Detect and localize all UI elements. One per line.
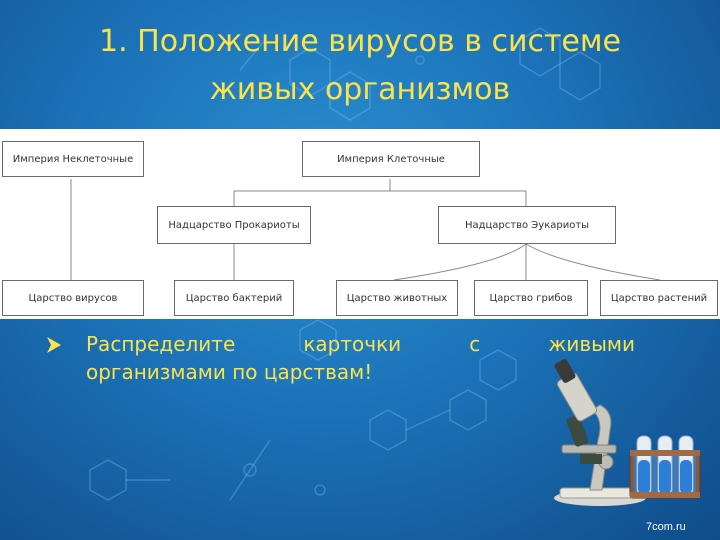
task-line-1: Распределите карточки с живыми <box>86 330 635 358</box>
node-empire-noncellular: Империя Неклеточные <box>2 141 144 177</box>
microscope-icon <box>554 359 646 506</box>
node-kingdom-bacteria: Царство бактерий <box>174 280 294 316</box>
arrow-bullet-icon <box>47 337 61 353</box>
node-kingdom-fungi: Царство грибов <box>474 280 588 316</box>
task-word: с <box>469 332 481 356</box>
slide-title: 1. Положение вирусов в системе живых орг… <box>99 24 621 107</box>
task-text: Распределите карточки с живыми организма… <box>47 330 635 386</box>
node-superkingdom-prokaryotes: Надцарство Прокариоты <box>157 206 311 244</box>
test-tubes-icon <box>629 435 701 499</box>
node-kingdom-viruses: Царство вирусов <box>2 280 144 316</box>
task-word: карточки <box>303 332 402 356</box>
node-empire-cellular: Империя Клеточные <box>302 141 480 177</box>
classification-diagram: Империя Неклеточные Империя Клеточные На… <box>0 129 720 319</box>
watermark: 7com.ru <box>646 521 686 533</box>
node-superkingdom-eukaryotes: Надцарство Эукариоты <box>438 206 616 244</box>
node-kingdom-plants: Царство растений <box>600 280 718 316</box>
task-word: Распределите <box>86 332 236 356</box>
diagram-connectors <box>70 179 661 281</box>
task-word: живыми <box>548 332 635 356</box>
task-line-2: организмами по царствам! <box>86 360 373 384</box>
node-kingdom-animals: Царство животных <box>336 280 458 316</box>
